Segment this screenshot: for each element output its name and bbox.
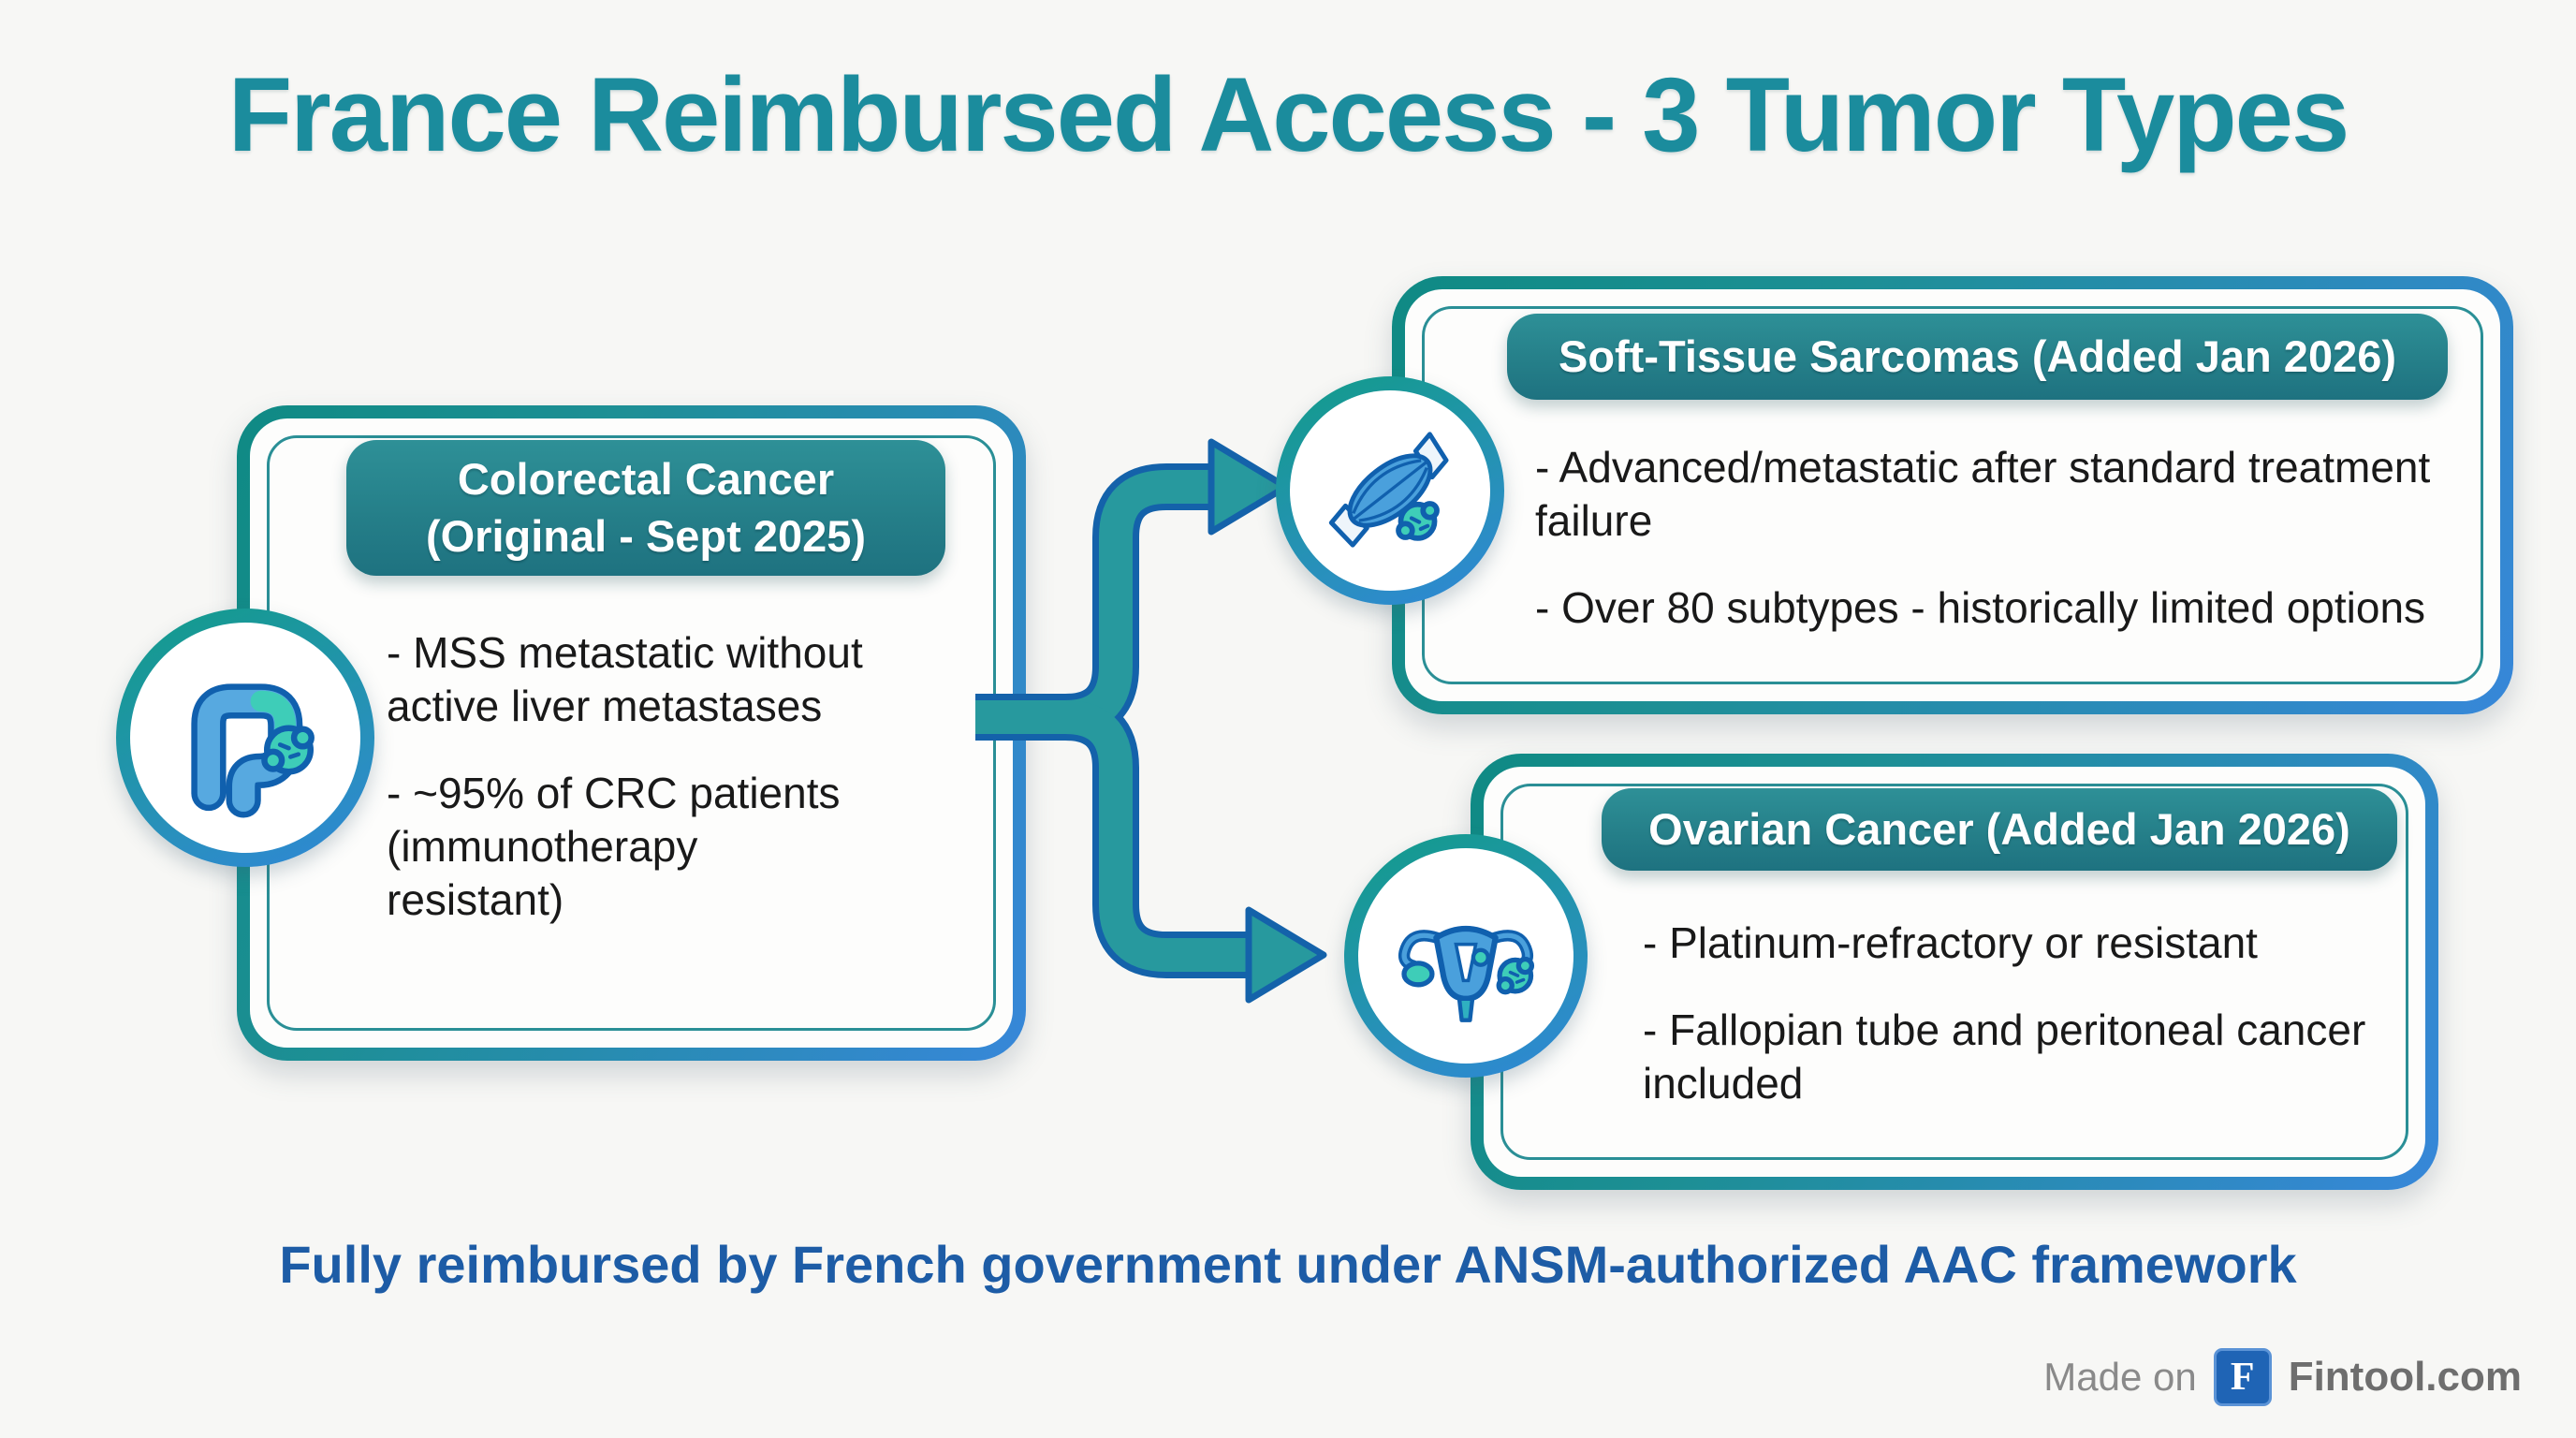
credit-site: Fintool.com xyxy=(2288,1354,2522,1400)
card-sarcoma-header-text: Soft-Tissue Sarcomas (Added Jan 2026) xyxy=(1558,330,2397,381)
card-sarcoma-bullets: - Advanced/metastatic after standard tre… xyxy=(1535,441,2448,635)
card-sarcoma-body: Soft-Tissue Sarcomas (Added Jan 2026) - … xyxy=(1405,289,2500,701)
uterus-icon-badge xyxy=(1344,834,1588,1078)
card-colorectal: Colorectal Cancer (Original - Sept 2025)… xyxy=(237,405,1026,1061)
bullet: - Advanced/metastatic after standard tre… xyxy=(1535,443,2431,545)
card-ovarian-header-text: Ovarian Cancer (Added Jan 2026) xyxy=(1648,803,2350,854)
credit-prefix: Made on xyxy=(2043,1355,2197,1399)
uterus-icon xyxy=(1398,925,1535,1022)
card-colorectal-body: Colorectal Cancer (Original - Sept 2025)… xyxy=(250,418,1013,1048)
flow-connector-arrows xyxy=(975,438,1327,1004)
bullet: - Platinum-refractory or resistant xyxy=(1643,918,2258,967)
card-sarcoma: Soft-Tissue Sarcomas (Added Jan 2026) - … xyxy=(1392,276,2513,714)
card-colorectal-header-line2: (Original - Sept 2025) xyxy=(425,510,867,561)
arrow-to-ovarian xyxy=(1245,906,1327,1004)
footer-note: Fully reimbursed by French government un… xyxy=(279,1235,2297,1294)
card-sarcoma-header: Soft-Tissue Sarcomas (Added Jan 2026) xyxy=(1507,314,2448,400)
muscle-icon-badge xyxy=(1276,376,1504,605)
colon-icon xyxy=(191,683,315,818)
card-ovarian: Ovarian Cancer (Added Jan 2026) - Platin… xyxy=(1471,754,2438,1190)
card-colorectal-bullets: - MSS metastatic without active liver me… xyxy=(387,626,878,927)
credit: Made on F Fintool.com xyxy=(2043,1348,2522,1406)
bullet: - MSS metastatic without active liver me… xyxy=(387,628,863,730)
bullet: - Over 80 subtypes - historically limite… xyxy=(1535,583,2426,632)
bullet: - Fallopian tube and peritoneal cancer i… xyxy=(1643,1005,2366,1108)
colon-icon-badge xyxy=(116,609,374,867)
muscle-icon xyxy=(1328,432,1449,548)
arrow-to-sarcoma xyxy=(1208,438,1290,536)
page-title: France Reimbursed Access - 3 Tumor Types xyxy=(227,56,2350,173)
bullet: - ~95% of CRC patients (immunotherapy re… xyxy=(387,769,841,924)
card-ovarian-bullets: - Platinum-refractory or resistant - Fal… xyxy=(1643,917,2424,1110)
fintool-logo-icon: F xyxy=(2213,1348,2272,1406)
card-ovarian-body: Ovarian Cancer (Added Jan 2026) - Platin… xyxy=(1484,767,2425,1177)
card-ovarian-header: Ovarian Cancer (Added Jan 2026) xyxy=(1602,788,2397,871)
card-colorectal-header-line1: Colorectal Cancer xyxy=(457,454,835,505)
card-colorectal-header: Colorectal Cancer (Original - Sept 2025) xyxy=(346,440,945,576)
